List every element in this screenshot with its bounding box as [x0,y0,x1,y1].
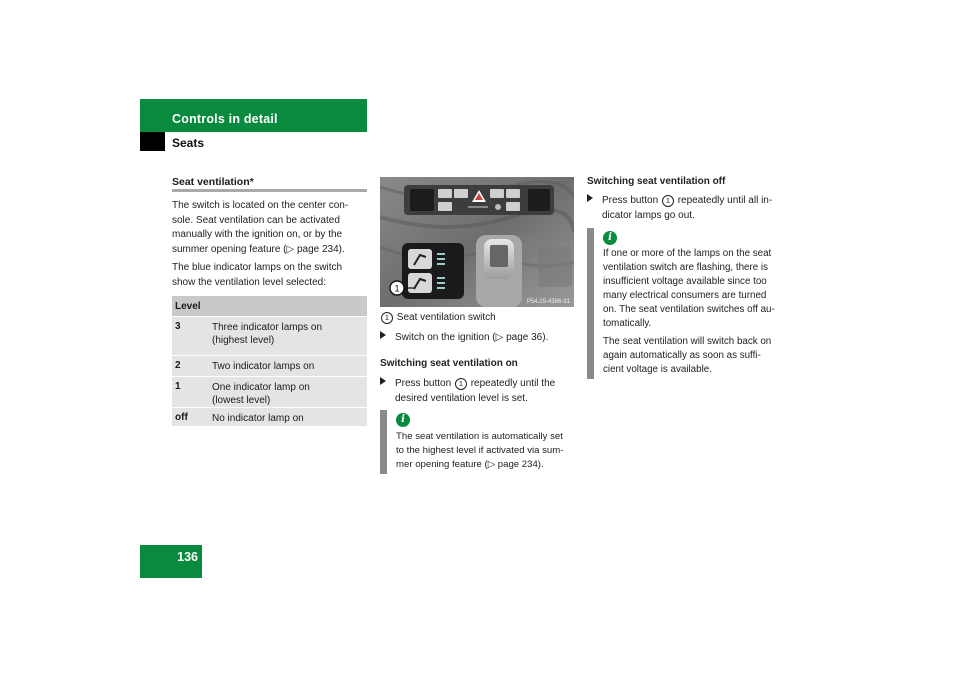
switch-on-heading: Switching seat ventilation on [380,358,518,369]
step-text: Switch on the ignition ( [395,332,496,343]
callout-marker: 1 [454,378,467,390]
table-header-row: Level [172,296,367,317]
table-row: 2 Two indicator lamps on [172,356,367,377]
section-title: Controls in detail [172,112,278,126]
text-line: The blue indicator lamps on the switch [172,262,343,273]
step-text: repeatedly until all in- [674,195,773,206]
text-line: One indicator lamp on [212,382,310,393]
step-text: Press button [395,378,454,389]
center-console-photo: 1 P54.25-4386-31 [380,177,574,307]
header-band [140,99,367,132]
ventilation-heading: Seat ventilation* [172,176,254,188]
figure-caption: 1 Seat ventilation switch [380,311,580,326]
text-line: ventilation switch are flashing, there i… [603,261,768,273]
indicator-paragraph: The blue indicator lamps on the switch s… [172,261,372,290]
level-cell: 1 [175,381,181,392]
text-line: The switch is located on the center con- [172,200,349,211]
level-cell: 2 [175,360,181,371]
table-row: off No indicator lamp on [172,408,367,427]
info-note-middle: The seat ventilation is automatically se… [396,430,578,473]
text-line: insufficient voltage available since too [603,275,767,287]
info-bar [380,410,387,474]
text-line: Three indicator lamps on [212,322,323,333]
text-line: summer opening feature (▷ page 234). [172,243,345,255]
page-number: 136 [177,550,198,564]
text-line: No indicator lamp on [212,413,304,424]
text-line: on. The seat ventilation switches off au… [603,303,775,315]
info-icon: i [603,231,617,245]
figure-code: P54.25-4386-31 [527,299,571,305]
text-line: The seat ventilation is automatically se… [396,431,563,442]
text-line: to the highest level if activated via su… [396,445,564,457]
level-table: Level 3 Three indicator lamps on (highes… [172,296,367,427]
subsection-title: Seats [172,136,205,150]
arrow-bullet-icon [380,377,386,385]
callout-marker: 1 [661,195,674,207]
text-line: show the ventilation level selected: [172,276,326,288]
text-line: Two indicator lamps on [212,361,315,372]
text-line: cient voltage is available. [603,364,712,376]
arrow-bullet-icon [587,194,593,202]
step-text: repeatedly until the [467,378,556,389]
heading-rule [172,189,367,192]
text-line: tomatically. [603,317,652,329]
text-line: If one or more of the lamps on the seat [603,248,772,259]
text-line: (lowest level) [212,395,271,407]
level-cell: 3 [175,321,181,332]
level-cell: off [175,412,188,423]
page-number-box [140,545,202,578]
step-ignition: Switch on the ignition (▷ page 36). [380,331,580,346]
console-illustration: 1 P54.25-4386-31 [380,177,574,307]
step-text: Press button [602,195,661,206]
table-header-level: Level [175,301,201,312]
intro-paragraph: The switch is located on the center con-… [172,199,372,257]
info-icon: i [396,413,410,427]
description-cell: No indicator lamp on [212,408,367,426]
info-bar [587,228,594,379]
step-text: desired ventilation level is set. [395,392,528,404]
text-line: mer opening feature (▷ page 234). [396,459,544,471]
text-line: sole. Seat ventilation can be activated [172,214,340,226]
callout-number: 1 [394,284,399,294]
subsection-marker [140,132,165,151]
step-press-on: Press button 1 repeatedly until the desi… [380,377,580,406]
caption-text: Seat ventilation switch [396,312,496,323]
text-line: The seat ventilation will switch back on [603,336,772,348]
step-press-off: Press button 1 repeatedly until all in- … [587,194,787,223]
table-row: 3 Three indicator lamps on (highest leve… [172,317,367,356]
page-reference: ▷ page 36). [495,332,549,343]
text-line: (highest level) [212,335,275,347]
callout-marker: 1 [381,312,393,324]
info-note-right: If one or more of the lamps on the seat … [603,247,788,377]
text-line: again automatically as soon as suffi- [603,350,761,362]
arrow-bullet-icon [380,331,386,339]
step-text: dicator lamps go out. [602,209,695,221]
description-cell: Three indicator lamps on (highest level) [212,317,367,355]
description-cell: One indicator lamp on (lowest level) [212,377,367,407]
text-line: many electrical consumers are turned [603,289,767,301]
description-cell: Two indicator lamps on [212,356,367,376]
table-row: 1 One indicator lamp on (lowest level) [172,377,367,408]
text-line: manually with the ignition on, or by the [172,229,343,241]
switch-off-heading: Switching seat ventilation off [587,176,726,187]
